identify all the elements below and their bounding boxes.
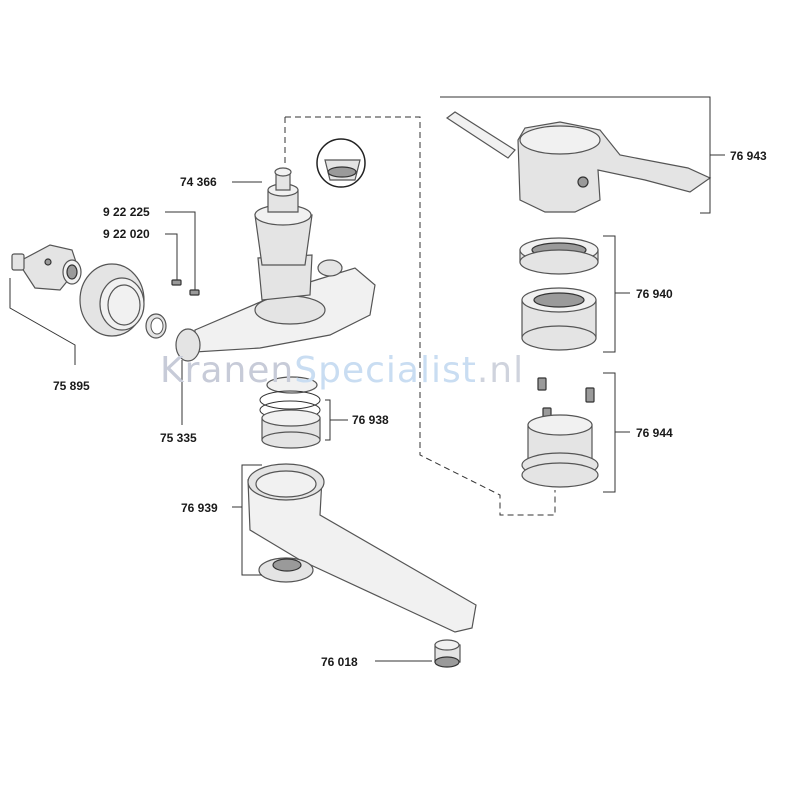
watermark-part1: Kranen [160, 350, 294, 391]
bracket-76940 [603, 235, 630, 353]
bracket-76938 [325, 399, 348, 441]
label-75895: 75 895 [53, 379, 90, 393]
cartridge-part [254, 167, 313, 266]
assembly-guide-line [284, 116, 556, 516]
cartridge-detail-inset [316, 138, 366, 188]
label-76944: 76 944 [636, 426, 673, 440]
bracket-76939 [232, 464, 262, 576]
seal-ring-part [145, 313, 167, 339]
lower-ring-part [259, 376, 321, 449]
watermark-part3: .nl [477, 350, 524, 391]
label-76939: 76 939 [181, 501, 218, 515]
bracket-922225 [165, 211, 196, 290]
bracket-76944 [603, 372, 630, 493]
cover-rosette-part [79, 263, 145, 337]
watermark-logo: KranenSpecialist.nl [160, 350, 524, 391]
threaded-sleeve-part [521, 287, 597, 351]
label-76943: 76 943 [730, 149, 767, 163]
watermark-part2: Specialist [294, 350, 477, 391]
small-screws-part [171, 279, 200, 296]
spout-part [247, 463, 477, 633]
label-922225: 9 22 225 [103, 205, 150, 219]
retaining-nut-part [519, 237, 599, 275]
label-75335: 75 335 [160, 431, 197, 445]
label-76940: 76 940 [636, 287, 673, 301]
aerator-part [434, 639, 461, 668]
label-76018: 76 018 [321, 655, 358, 669]
spout-seal-part [258, 557, 314, 583]
label-74366: 74 366 [180, 175, 217, 189]
mounting-base-part [521, 414, 599, 488]
lever-handle-part [445, 111, 712, 213]
bracket-75895 [9, 278, 76, 365]
bracket-922020 [165, 233, 178, 280]
label-922020: 9 22 020 [103, 227, 150, 241]
bracket-76943 [440, 96, 725, 214]
inlet-connector-part [11, 244, 82, 291]
label-76938: 76 938 [352, 413, 389, 427]
valve-body-part [175, 254, 376, 362]
